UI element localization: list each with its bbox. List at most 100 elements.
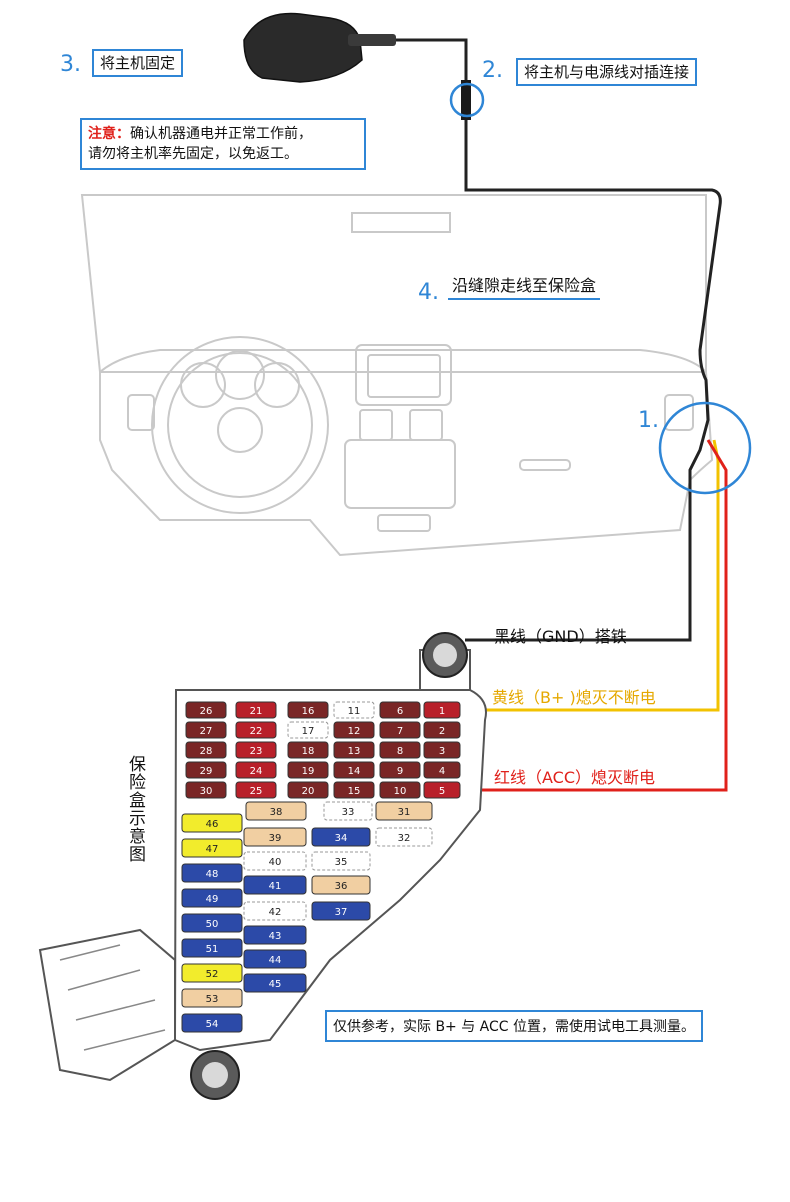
fuse-49: 49 [181, 888, 243, 908]
step-3-label: 将主机固定 [92, 49, 184, 77]
fuse-11: 11 [333, 701, 375, 719]
fuse-39: 39 [243, 827, 307, 847]
fuse-label: 14 [348, 766, 361, 777]
fuse-body [333, 781, 375, 799]
fuse-7: 7 [379, 721, 421, 739]
fuse-25: 25 [235, 781, 277, 799]
fusebox-connector [38, 928, 176, 1082]
fuse-label: 52 [206, 969, 219, 980]
fuse-label: 54 [206, 1019, 219, 1030]
fuse-body [311, 851, 371, 871]
fuse-9: 9 [379, 761, 421, 779]
fuse-body [235, 721, 277, 739]
step-2-label: 将主机与电源线对插连接 [516, 58, 698, 86]
fuse-label: 1 [439, 706, 445, 717]
fuse-label: 4 [439, 766, 445, 777]
fuse-label: 48 [206, 869, 219, 880]
fuse-label: 51 [206, 944, 219, 955]
fuse-label: 28 [200, 746, 213, 757]
fuse-body [185, 781, 227, 799]
fuse-label: 53 [206, 994, 219, 1005]
fuse-label: 6 [397, 706, 403, 717]
car-interior-outline [80, 194, 714, 557]
fuse-17: 17 [287, 721, 329, 739]
fuse-18: 18 [287, 741, 329, 759]
fuse-body [181, 963, 243, 983]
fuse-body [245, 801, 307, 821]
ground-bolt-bottom-face [202, 1062, 228, 1088]
console-slot [377, 514, 431, 532]
fuse-24: 24 [235, 761, 277, 779]
fuse-label: 39 [269, 833, 282, 844]
fuse-body [181, 913, 243, 933]
fuse-body [379, 721, 421, 739]
wire-yellow [480, 439, 720, 712]
fuse-52: 52 [181, 963, 243, 983]
fuse-body [181, 888, 243, 908]
fuse-label: 23 [250, 746, 263, 757]
fuse-body [323, 801, 373, 821]
fuse-body [185, 721, 227, 739]
fuse-body [287, 761, 329, 779]
fuse-label: 10 [394, 786, 407, 797]
fuse-body [333, 761, 375, 779]
wire-yellow-label: 黄线（B+ )熄灭不断电 [492, 688, 656, 707]
vent-right [664, 394, 694, 431]
fuse-38: 38 [245, 801, 307, 821]
disclaimer-box: 仅供参考，实际 B+ 与 ACC 位置，需使用试电工具测量。 [325, 1010, 704, 1042]
fuse-label: 3 [439, 746, 445, 757]
fuse-body [243, 949, 307, 969]
notice-prefix: 注意： [88, 126, 130, 142]
fuse-label: 31 [398, 807, 411, 818]
fuse-body [423, 781, 461, 799]
fuse-label: 46 [206, 819, 219, 830]
fuse-body [375, 827, 433, 847]
fuse-1: 1 [423, 701, 461, 719]
fuse-label: 22 [250, 726, 263, 737]
fuse-body [235, 781, 277, 799]
dashcam-device [243, 12, 396, 83]
fuse-body [333, 701, 375, 719]
wire-red [462, 439, 728, 792]
fuse-48: 48 [181, 863, 243, 883]
fuse-label: 50 [206, 919, 219, 930]
connector-highlight [449, 82, 485, 118]
fuse-label: 24 [250, 766, 263, 777]
notice-box: 注意：确认机器通电并正常工作前， 请勿将主机率先固定，以免返工。 [80, 118, 366, 170]
fuse-33: 33 [323, 801, 373, 821]
fuse-label: 42 [269, 907, 282, 918]
cable-connector [461, 80, 471, 120]
fuse-37: 37 [311, 901, 371, 921]
fuse-label: 7 [397, 726, 403, 737]
step-4-number: 4. [418, 280, 439, 305]
fuse-47: 47 [181, 838, 243, 858]
fuse-23: 23 [235, 741, 277, 759]
fuse-body [423, 701, 461, 719]
fuse-body [423, 741, 461, 759]
fuse-label: 11 [348, 706, 361, 717]
fuse-body [243, 973, 307, 993]
fuse-label: 19 [302, 766, 315, 777]
fuse-35: 35 [311, 851, 371, 871]
fuse-4: 4 [423, 761, 461, 779]
fuse-15: 15 [333, 781, 375, 799]
fuse-body [243, 875, 307, 895]
fuse-label: 49 [206, 894, 219, 905]
step-2-number: 2. [482, 58, 503, 83]
fuse-body [333, 741, 375, 759]
fuse-label: 41 [269, 881, 282, 892]
fuse-14: 14 [333, 761, 375, 779]
fuse-31: 31 [375, 801, 433, 821]
wire-red-label: 红线（ACC）熄灭断电 [494, 768, 656, 787]
dashboard [99, 349, 714, 557]
center-screen-inner [367, 354, 441, 398]
fuse-46: 46 [181, 813, 243, 833]
dashcam-mount [348, 34, 396, 46]
fuse-body [287, 741, 329, 759]
wire-black-label: 黑线（GND）搭铁 [494, 627, 627, 646]
fuse-body [235, 741, 277, 759]
gauge-left [180, 362, 226, 408]
fuse-label: 13 [348, 746, 361, 757]
fuse-label: 37 [335, 907, 348, 918]
fuse-label: 33 [342, 807, 355, 818]
